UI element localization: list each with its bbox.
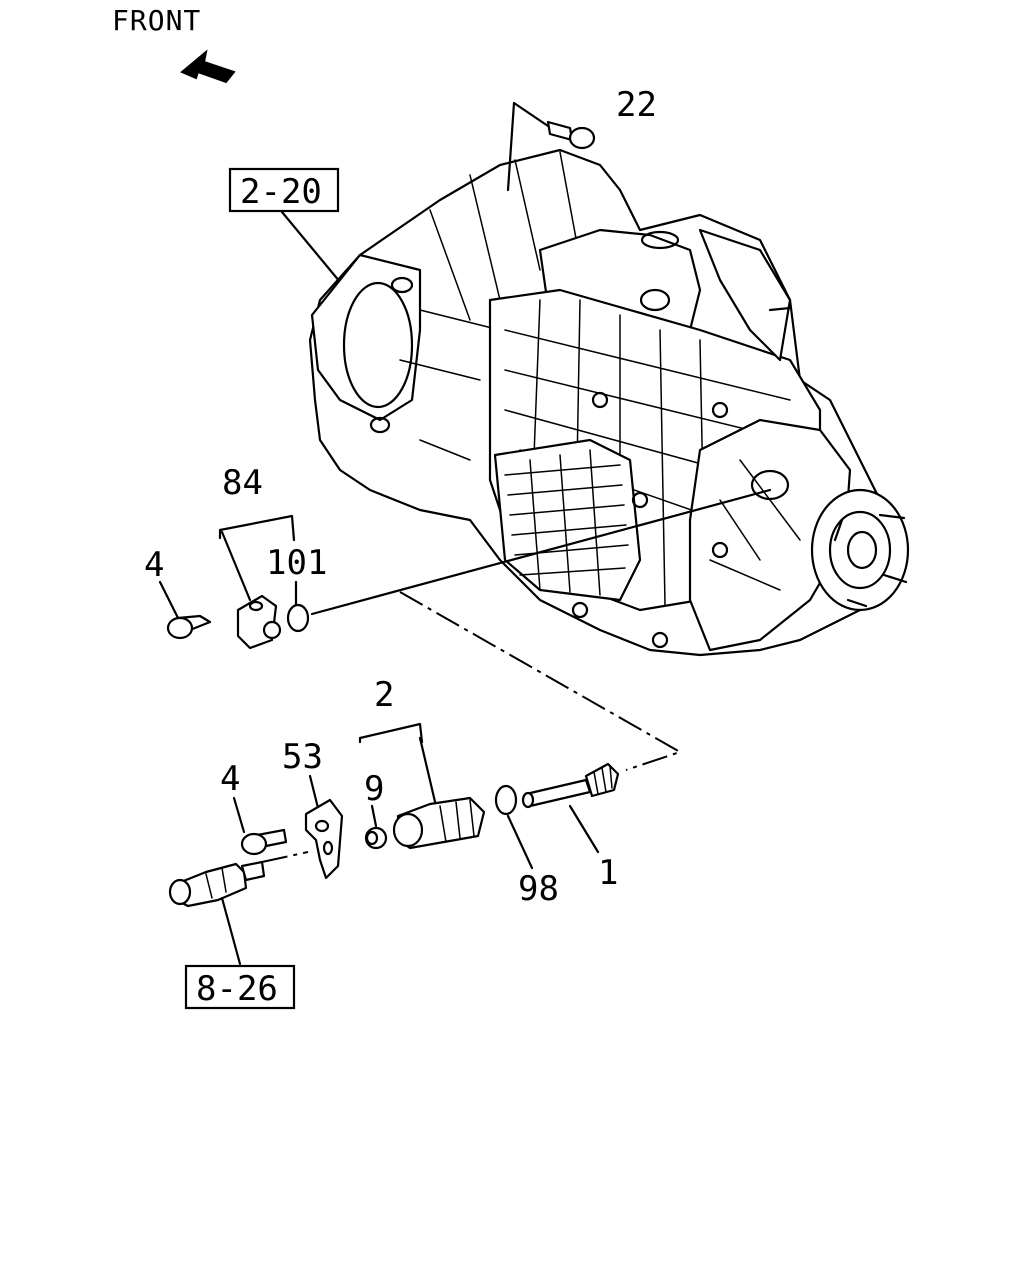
assembly-alignment-line [399, 591, 683, 771]
sensor-bracket-53[interactable] [304, 798, 344, 880]
leader-4-upper [158, 580, 180, 620]
leader-101-to-case [310, 488, 772, 616]
leader-1 [568, 804, 600, 854]
leader-22 [506, 101, 550, 192]
speedometer-driven-gear-housing-2[interactable] [392, 796, 486, 850]
bolt-4-lower[interactable] [240, 828, 288, 856]
leader-2 [418, 736, 438, 808]
callout-4-upper: 4 [144, 545, 164, 585]
leader-98 [506, 814, 534, 870]
callout-9: 9 [364, 769, 384, 809]
leader-53 [308, 774, 320, 810]
callout-53: 53 [282, 737, 323, 777]
callout-101: 101 [266, 543, 327, 583]
reference-label-2-20: 2-20 [240, 172, 322, 212]
o-ring-98[interactable] [494, 784, 518, 816]
callout-4-lower: 4 [220, 759, 240, 799]
leader-4-lower [232, 796, 246, 834]
leader-84 [220, 530, 252, 602]
speedometer-driven-gear-1[interactable] [521, 762, 620, 809]
callout-2: 2 [374, 675, 394, 715]
callout-1: 1 [598, 853, 618, 893]
callout-84: 84 [222, 463, 263, 503]
leader-9 [370, 804, 378, 828]
leader-2-20 [280, 210, 342, 284]
front-direction-arrow-icon [180, 49, 236, 84]
callout-22: 22 [616, 85, 657, 125]
leader-8-26 [220, 896, 242, 966]
reference-label-8-26: 8-26 [196, 969, 278, 1009]
vehicle-speed-sensor[interactable] [168, 860, 266, 908]
transmission-assembly [308, 148, 910, 657]
o-ring-101[interactable] [286, 603, 310, 633]
reference-box-8-26[interactable]: 8-26 [184, 964, 296, 1010]
front-label: FRONT [112, 4, 201, 37]
sleeve-9[interactable] [364, 826, 388, 850]
sensor-alignment-line [261, 851, 309, 863]
bracket-2 [358, 722, 424, 744]
bolt-4-upper[interactable] [166, 614, 212, 640]
bolt-22[interactable] [546, 120, 596, 150]
speedometer-driven-gear-retainer-84[interactable] [236, 594, 282, 650]
bracket-84 [218, 514, 296, 542]
reference-box-2-20[interactable]: 2-20 [228, 167, 340, 213]
callout-98: 98 [518, 869, 559, 909]
